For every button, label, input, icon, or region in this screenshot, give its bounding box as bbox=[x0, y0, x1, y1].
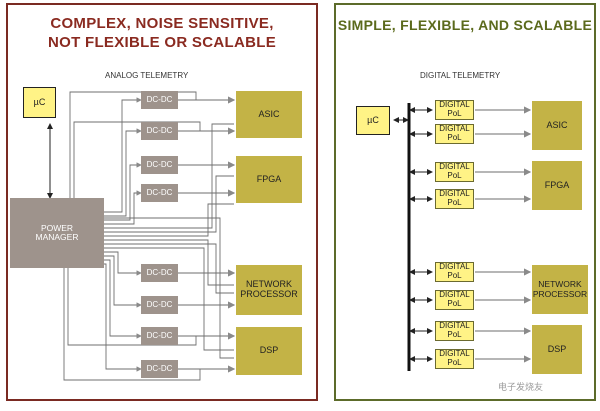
pol-8-line-2: PoL bbox=[447, 358, 462, 367]
pol-3-line-1: DIGITAL bbox=[439, 162, 470, 172]
dcdc-converter-2: DC-DC bbox=[141, 122, 178, 140]
right-network-processor: NETWORK PROCESSOR bbox=[532, 265, 588, 314]
right-dsp: DSP bbox=[532, 325, 582, 374]
dcdc-converter-5: DC-DC bbox=[141, 264, 178, 282]
left-dsp: DSP bbox=[236, 327, 302, 375]
pol-5-line-1: DIGITAL bbox=[439, 262, 470, 272]
pm-control-lines bbox=[63, 91, 201, 381]
pol-7-line-2: PoL bbox=[447, 330, 462, 339]
left-fpga: FPGA bbox=[236, 156, 302, 203]
load-feedback-lines bbox=[104, 123, 234, 359]
left-network-processor: NETWORK PROCESSOR bbox=[236, 265, 302, 315]
analog-telemetry-label: ANALOG TELEMETRY bbox=[105, 71, 189, 80]
dcdc-converter-6: DC-DC bbox=[141, 296, 178, 314]
dcdc-converter-4: DC-DC bbox=[141, 184, 178, 202]
left-title-line-1: COMPLEX, NOISE SENSITIVE, bbox=[50, 15, 274, 32]
dcdc-output-arrows bbox=[178, 96, 236, 373]
dcdc-converter-8: DC-DC bbox=[141, 360, 178, 378]
left-network-line-2: PROCESSOR bbox=[240, 289, 298, 299]
power-manager-line-1: POWER bbox=[40, 222, 74, 233]
pol-4-line-2: PoL bbox=[447, 198, 462, 207]
pol-1-line-2: PoL bbox=[447, 109, 462, 118]
pol-output-arrows bbox=[475, 106, 532, 363]
watermark-text: 电子发烧友 bbox=[498, 382, 544, 392]
bus-taps bbox=[409, 107, 433, 362]
pol-2-line-2: PoL bbox=[447, 133, 462, 142]
pol-3-line-2: PoL bbox=[447, 171, 462, 180]
pol-8-line-1: DIGITAL bbox=[439, 349, 470, 359]
digital-telemetry-label: DIGITAL TELEMETRY bbox=[420, 71, 501, 80]
pol-5-line-2: PoL bbox=[447, 271, 462, 280]
right-network-line-1: NETWORK bbox=[538, 279, 582, 290]
right-fpga: FPGA bbox=[532, 161, 582, 210]
dcdc-converter-3: DC-DC bbox=[141, 156, 178, 174]
pol-1-line-1: DIGITAL bbox=[439, 100, 470, 110]
left-microcontroller: µC bbox=[23, 87, 56, 118]
power-manager: POWER MANAGER bbox=[10, 198, 104, 268]
power-manager-line-2: MANAGER bbox=[35, 232, 79, 242]
pol-7-line-1: DIGITAL bbox=[439, 321, 470, 331]
right-microcontroller: µC bbox=[356, 106, 390, 135]
left-title-line-2: NOT FLEXIBLE OR SCALABLE bbox=[47, 34, 277, 51]
pol-4-line-1: DIGITAL bbox=[439, 189, 470, 199]
dcdc-converter-7: DC-DC bbox=[141, 327, 178, 345]
dcdc-converter-1: DC-DC bbox=[141, 91, 178, 109]
left-network-line-1: NETWORK bbox=[246, 279, 292, 290]
left-asic: ASIC bbox=[236, 91, 302, 138]
right-title: SIMPLE, FLEXIBLE, AND SCALABLE bbox=[337, 17, 593, 33]
pol-6-line-2: PoL bbox=[447, 299, 462, 308]
right-asic: ASIC bbox=[532, 101, 582, 150]
right-network-line-2: PROCESSOR bbox=[532, 288, 588, 299]
pol-2-line-1: DIGITAL bbox=[439, 124, 470, 134]
pol-6-line-1: DIGITAL bbox=[439, 290, 470, 300]
